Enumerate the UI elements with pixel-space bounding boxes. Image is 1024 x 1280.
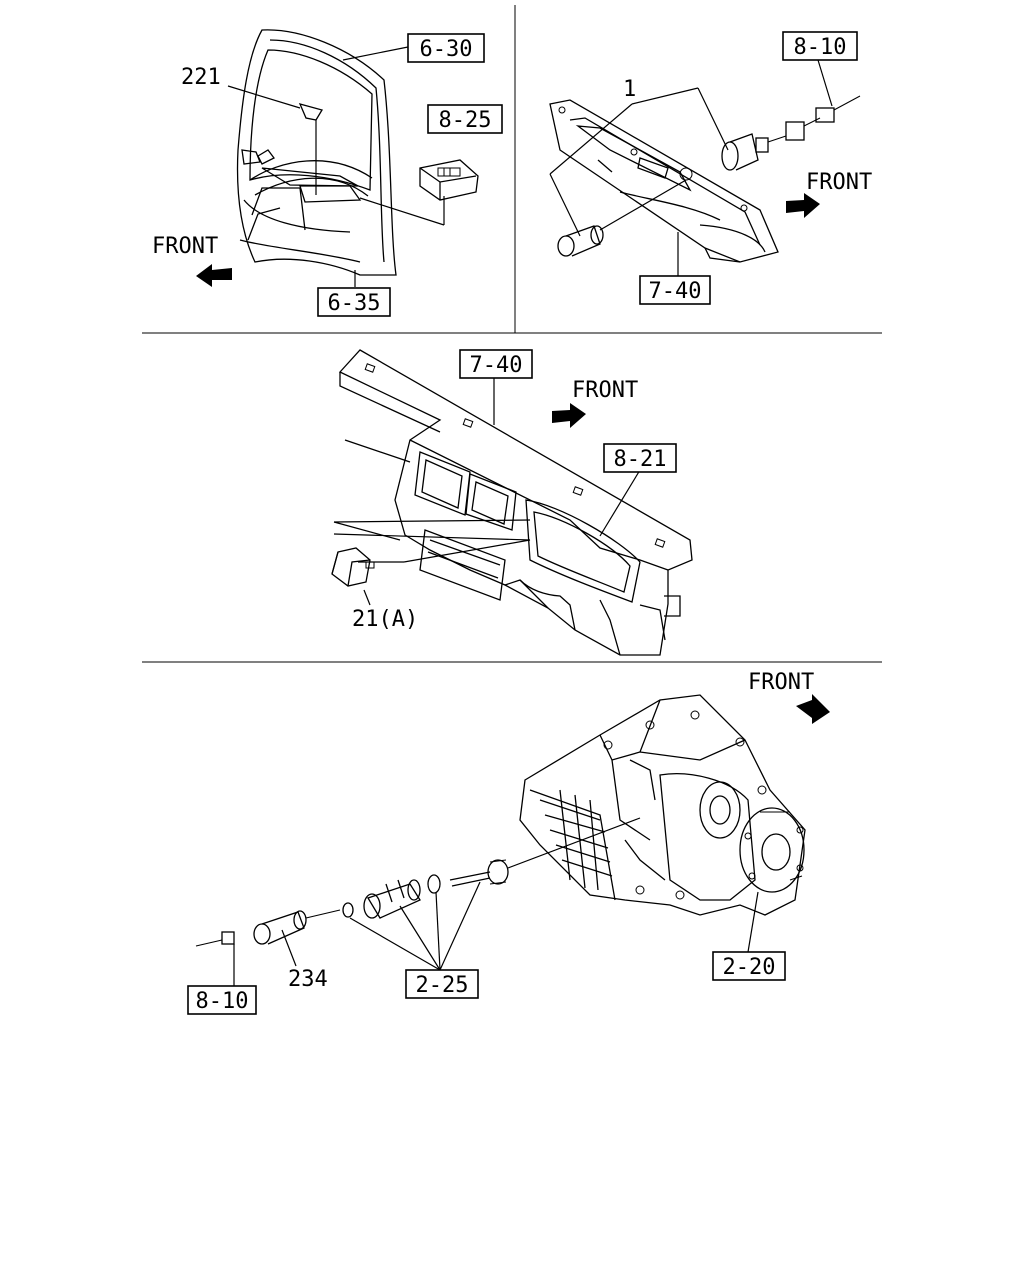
box-6-30 [407,33,485,63]
box-2-25 [405,969,479,999]
label-234: 234 [288,967,328,992]
label-8-21: 8-21 [614,447,667,472]
transfer-leaders [233,817,759,986]
label-21A: 21(A) [352,607,418,632]
box-7-40-top [639,275,711,305]
box-7-40-mid [459,349,533,379]
label-7-40-top: 7-40 [649,279,702,304]
speedometer-parts [195,859,509,947]
window-switch-part [419,159,479,201]
transfer-case [519,694,806,916]
label-6-30: 6-30 [420,37,473,62]
box-6-35 [317,287,391,317]
label-6-35: 6-35 [328,291,381,316]
instrument-lower-panel [549,99,779,263]
front-label-2: FRONT [806,170,872,195]
label-221: 221 [181,65,221,90]
label-2-20: 2-20 [723,955,776,980]
front-arrow-3 [552,403,586,428]
box-2-20 [712,951,786,981]
front-label-3: FRONT [572,378,638,403]
label-8-10-top: 8-10 [794,35,847,60]
door-panel [236,29,397,276]
lighter-knob [557,225,604,257]
box-8-10-top [782,31,858,61]
front-label-4: FRONT [748,670,814,695]
box-8-21 [603,443,677,473]
box-8-10-bottom [187,985,257,1015]
box-8-25 [427,104,503,134]
front-arrow-2 [786,193,820,218]
front-arrow-1 [196,264,232,287]
label-1: 1 [623,77,636,102]
dashboard [338,349,693,656]
divider-lines [142,5,882,663]
dash-switch-part [331,547,375,587]
front-arrow-4 [796,694,830,724]
label-7-40-mid: 7-40 [470,353,523,378]
mirror-switch-part [298,103,323,121]
label-2-25: 2-25 [416,973,469,998]
door-leaders [227,46,445,287]
front-label-1: FRONT [152,234,218,259]
lighter-leaders [549,59,833,276]
label-8-25: 8-25 [439,108,492,133]
dashboard-leaders [333,378,641,606]
label-8-10-bottom: 8-10 [196,989,249,1014]
lighter-socket [721,95,861,171]
